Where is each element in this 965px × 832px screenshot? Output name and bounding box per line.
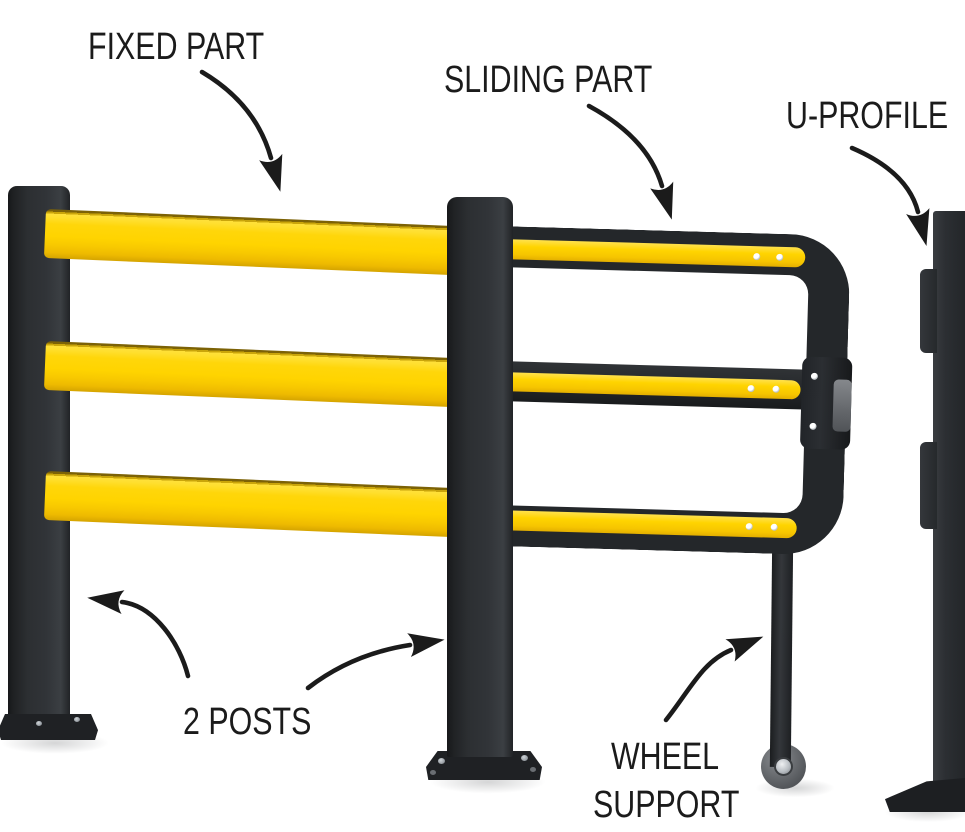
label-fixed-part: FIXED PART bbox=[88, 26, 265, 68]
label-wheel-support-line1: WHEEL bbox=[610, 736, 720, 778]
u-profile-base-plate bbox=[885, 778, 965, 812]
anchor-bolt bbox=[438, 758, 445, 764]
wheel-support-tube bbox=[769, 540, 794, 768]
fixed-rail-bottom bbox=[43, 471, 467, 538]
arrow-u-profile bbox=[849, 145, 930, 246]
arrow-2-posts-left bbox=[87, 590, 191, 679]
anchor-bolt bbox=[36, 721, 42, 726]
gate-latch bbox=[832, 379, 852, 432]
u-profile-bracket-upper bbox=[920, 269, 937, 353]
fixed-rail-top bbox=[43, 209, 467, 276]
arrow-fixed-part bbox=[199, 69, 283, 192]
arrow-wheel-support bbox=[663, 636, 764, 723]
sliding-gate bbox=[491, 226, 856, 556]
arrow-sliding-part bbox=[586, 103, 674, 220]
left-post bbox=[8, 186, 70, 722]
label-2-posts: 2 POSTS bbox=[183, 701, 312, 743]
label-sliding-part: SLIDING PART bbox=[444, 59, 653, 101]
anchor-bolt bbox=[74, 717, 80, 722]
label-wheel-support: WHEEL SUPPORT bbox=[593, 733, 740, 829]
u-profile-post bbox=[933, 211, 965, 783]
anchor-bolt bbox=[430, 770, 436, 775]
u-profile-bracket-lower bbox=[920, 442, 937, 529]
left-post-base-plate bbox=[0, 714, 98, 740]
arrow-2-posts-right bbox=[305, 633, 445, 691]
anchor-bolt bbox=[530, 767, 536, 772]
wheel-hub bbox=[776, 759, 791, 774]
label-u-profile: U-PROFILE bbox=[786, 95, 949, 137]
anchor-bolt bbox=[521, 755, 528, 761]
label-wheel-support-line2: SUPPORT bbox=[593, 784, 740, 826]
fixed-rail-middle bbox=[43, 341, 467, 408]
middle-post bbox=[447, 197, 513, 757]
